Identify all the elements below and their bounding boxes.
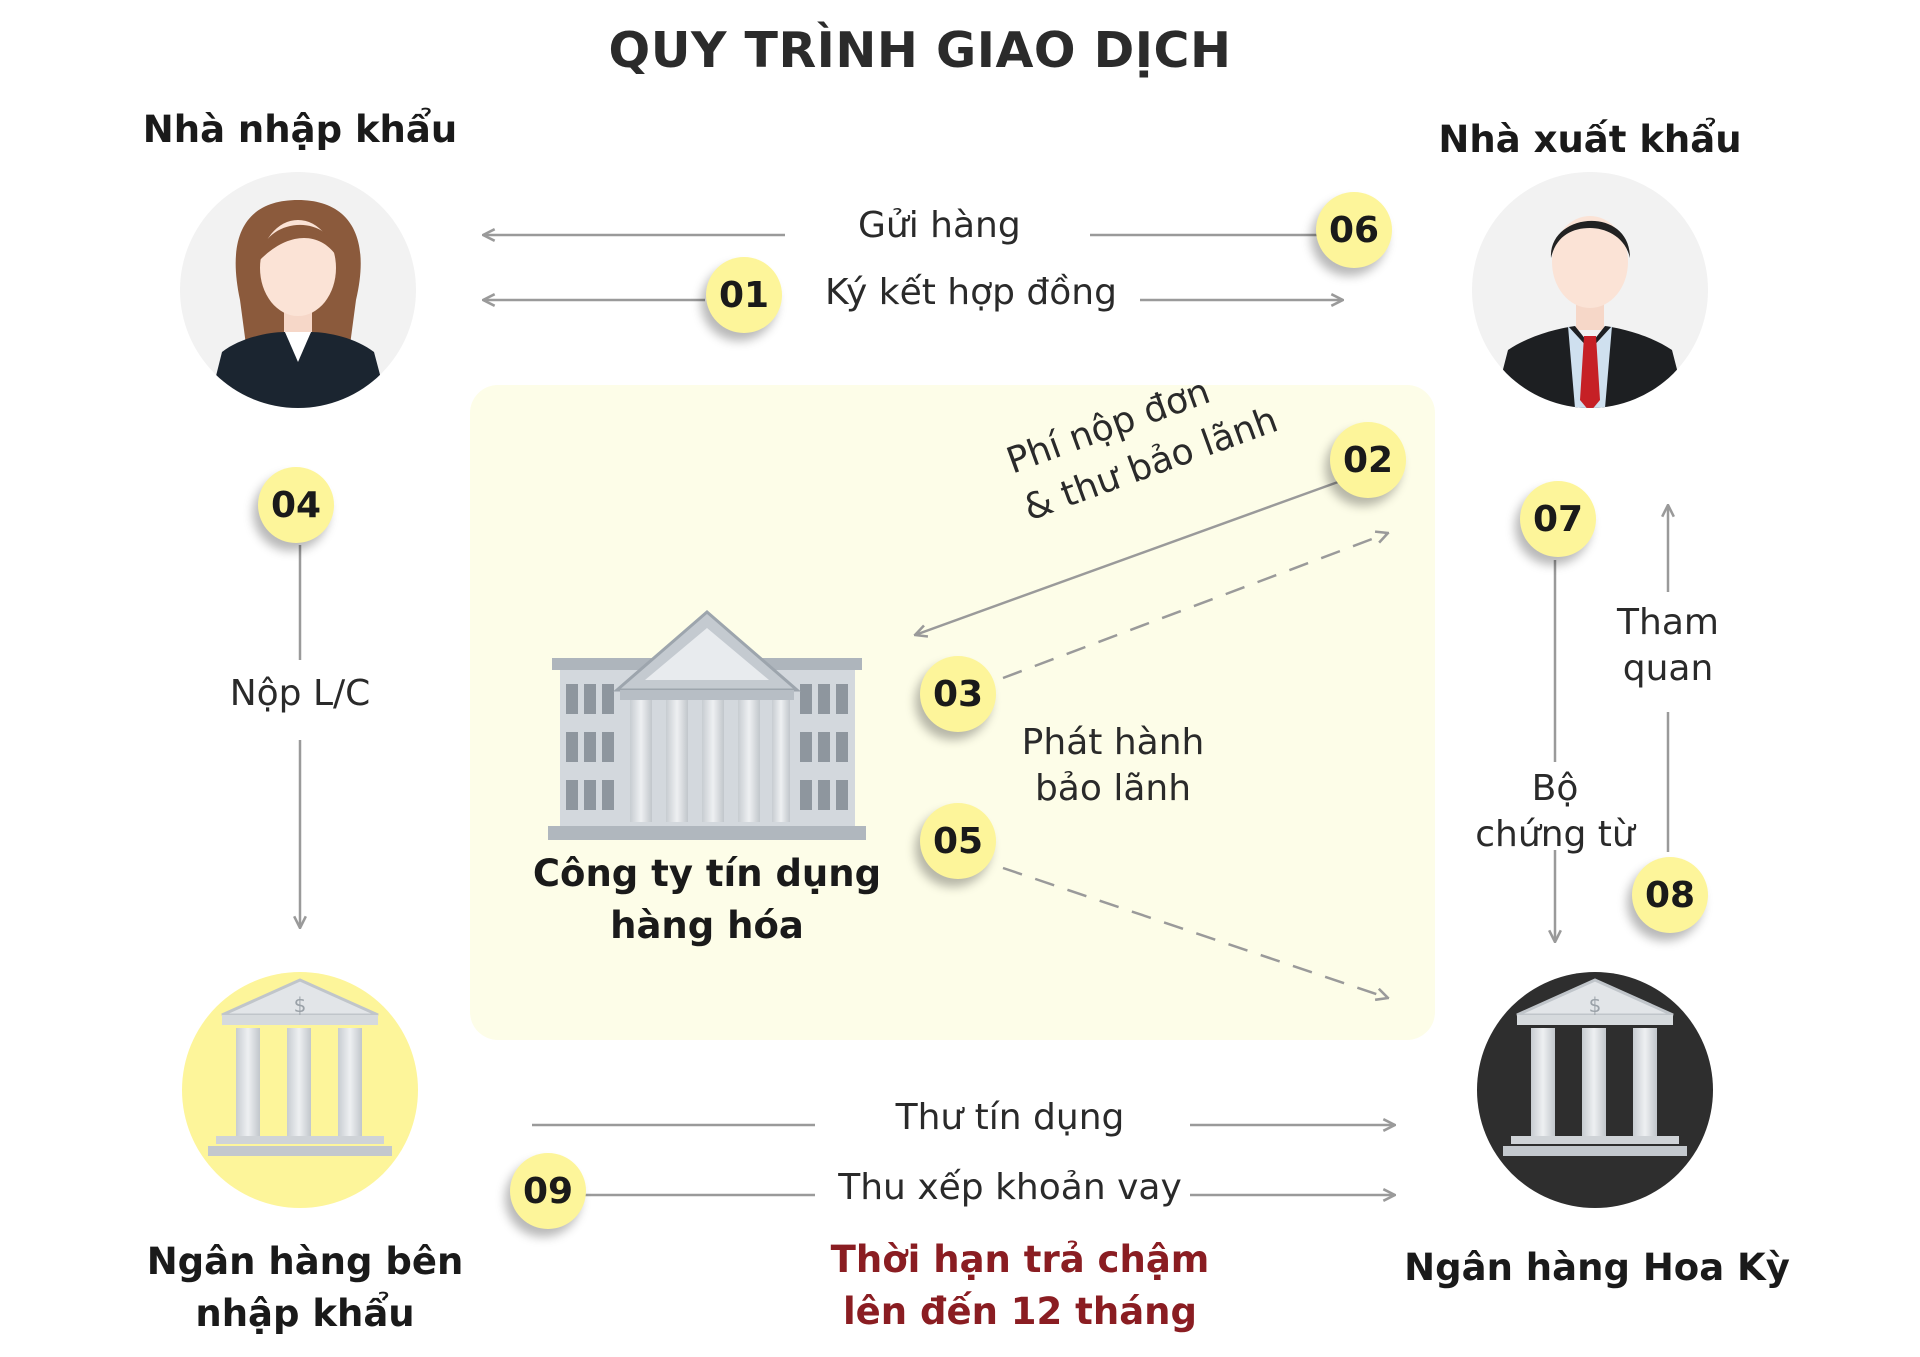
- sign-contract-label: Ký kết hợp đồng: [825, 272, 1117, 313]
- svg-text:$: $: [294, 993, 307, 1017]
- exporter-man-icon: [1472, 172, 1708, 408]
- step-08-badge: 08: [1632, 857, 1708, 933]
- visit-label-line2: quan: [1622, 648, 1714, 689]
- visit-label-line1: Tham: [1617, 602, 1719, 643]
- documents-label-line1: Bộ: [1531, 768, 1579, 809]
- deferred-payment-note-line2: lên đến 12 tháng: [842, 1290, 1197, 1333]
- page-title: QUY TRÌNH GIAO DỊCH: [608, 22, 1232, 79]
- step-02-badge: 02: [1330, 422, 1406, 498]
- submit-lc-label: Nộp L/C: [229, 673, 371, 714]
- documents-label: Bộ chứng từ: [1475, 766, 1634, 858]
- letter-of-credit-label: Thư tín dụng: [895, 1097, 1125, 1138]
- importer-bank-icon: $: [182, 972, 418, 1208]
- step-03-badge: 03: [920, 656, 996, 732]
- issue-guarantee-label-line2: bảo lãnh: [1034, 768, 1192, 809]
- importer-woman-icon: [180, 172, 416, 408]
- importer-bank-label-line1: Ngân hàng bên: [146, 1240, 464, 1283]
- importer-bank-label-line2: nhập khẩu: [195, 1292, 415, 1335]
- visit-label: Tham quan: [1617, 600, 1719, 692]
- issue-guarantee-label: Phát hành bảo lãnh: [1022, 720, 1205, 812]
- documents-label-line2: chứng từ: [1475, 814, 1635, 855]
- credit-company-label: Công ty tín dụng hàng hóa: [533, 848, 881, 952]
- importer-label: Nhà nhập khẩu: [142, 108, 458, 151]
- importer-bank-label: Ngân hàng bên nhập khẩu: [147, 1236, 464, 1340]
- ship-goods-label: Gửi hàng: [858, 205, 1021, 246]
- step-09-badge: 09: [510, 1153, 586, 1229]
- step-06-badge: 06: [1316, 192, 1392, 268]
- issue-guarantee-label-line1: Phát hành: [1021, 722, 1205, 763]
- arrange-loan-label: Thu xếp khoản vay: [838, 1167, 1182, 1208]
- fee-arrow: [915, 480, 1339, 635]
- step-01-badge: 01: [706, 257, 782, 333]
- exporter-label: Nhà xuất khẩu: [1438, 118, 1742, 161]
- step-04-badge: 04: [258, 467, 334, 543]
- deferred-payment-note-line1: Thời hạn trả chậm: [830, 1238, 1210, 1281]
- step-05-badge: 05: [920, 803, 996, 879]
- credit-company-label-line1: Công ty tín dụng: [532, 852, 882, 895]
- deferred-payment-note: Thời hạn trả chậm lên đến 12 tháng: [831, 1234, 1210, 1338]
- us-bank-icon: $: [1477, 972, 1713, 1208]
- svg-text:$: $: [1589, 993, 1602, 1017]
- us-bank-label: Ngân hàng Hoa Kỳ: [1404, 1246, 1790, 1289]
- issue-guarantee-arrow-up: [1002, 533, 1388, 680]
- credit-company-building-icon: [548, 610, 866, 840]
- step-07-badge: 07: [1520, 481, 1596, 557]
- credit-company-label-line2: hàng hóa: [610, 904, 804, 947]
